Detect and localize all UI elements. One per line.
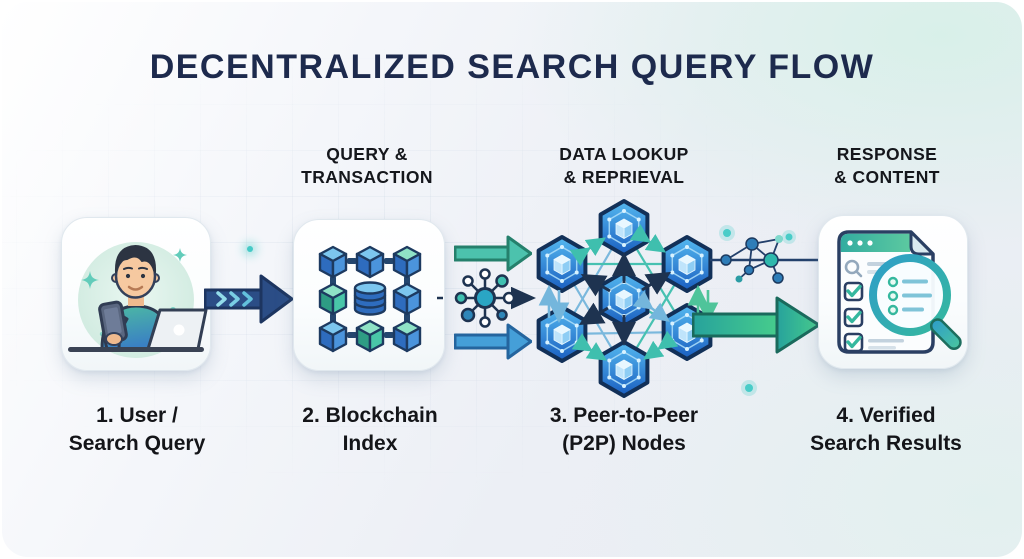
stage-label-p2p: 3. Peer-to-Peer (P2P) Nodes [513, 402, 735, 458]
hub-endpoints [454, 268, 516, 328]
magnified-results [887, 276, 932, 316]
large-gradient-arrow [692, 296, 821, 354]
p2p-navy-arrows [578, 252, 672, 346]
p2p-node-upper-left [536, 235, 588, 293]
chevrons [216, 291, 253, 307]
p2p-node-lower-left [536, 305, 588, 363]
navy-arrow-with-chevrons [204, 274, 294, 324]
stage-label-line1: 2. Blockchain [302, 404, 438, 427]
column-header-line1: DATA LOOKUP [559, 144, 689, 164]
hand [105, 332, 123, 346]
column-header-line1: QUERY & [326, 144, 408, 164]
p2p-to-results-connectors [692, 225, 821, 396]
stage-card-user [61, 217, 211, 371]
hub-spoke-node-with-dashed-arrow [437, 268, 536, 328]
stage-card-blockchain-index [293, 219, 445, 371]
stage-label-line2: Search Query [68, 432, 206, 455]
page-title: DECENTRALIZED SEARCH QUERY FLOW [149, 48, 875, 86]
column-header-line2: & CONTENT [834, 167, 940, 187]
p2p-blue-arrow [632, 290, 670, 322]
stage-card-verified-results [818, 215, 968, 369]
stage-label-blockchain: 2. Blockchain Index [259, 402, 481, 458]
column-header-query-transaction: QUERY & TRANSACTION [256, 143, 478, 189]
document-with-magnifier-illustration [837, 230, 962, 354]
checkbox-list [843, 281, 904, 353]
column-header-data-lookup: DATA LOOKUP & REPRIEVAL [513, 143, 735, 189]
stage-label-line1: 3. Peer-to-Peer [549, 404, 699, 427]
column-header-response-content: RESPONSE & CONTENT [776, 143, 998, 189]
database-icon [353, 281, 387, 316]
column-header-line2: & REPRIEVAL [563, 167, 685, 187]
stage-label-line1: 1. User / [96, 404, 178, 427]
p2p-node-bottom [598, 340, 650, 398]
magnifier-icon [869, 254, 962, 351]
window-dots [847, 240, 873, 246]
stage-label-line2: Index [342, 432, 398, 455]
magnifier-handle [929, 318, 962, 351]
hair [114, 245, 157, 273]
p2p-teal-arrows [569, 224, 679, 361]
stage-label-user: 1. User / Search Query [26, 402, 248, 458]
teal-arrow [454, 235, 532, 272]
laptop-icon [146, 308, 208, 351]
mesh-network-icon [720, 235, 784, 284]
stage-label-results: 4. Verified Search Results [775, 402, 997, 458]
blockchain-cube-grid-illustration [318, 245, 422, 353]
sparkle-dot [247, 246, 253, 252]
stage-label-line2: (P2P) Nodes [562, 432, 686, 455]
column-header-line1: RESPONSE [836, 144, 938, 164]
hub-center [474, 287, 496, 309]
hexagon-node-network-illustration [536, 199, 719, 398]
stage-label-line1: 4. Verified [836, 404, 936, 427]
column-header-line2: TRANSACTION [301, 167, 433, 187]
p2p-vertical-arrows-left [538, 284, 570, 324]
phone-icon [98, 300, 128, 344]
p2p-node-top [598, 199, 650, 257]
glow-dots [719, 225, 796, 396]
blue-arrow [454, 323, 532, 360]
user-with-phone-and-laptop-illustration [68, 242, 208, 358]
stage-label-line2: Search Results [810, 432, 962, 455]
desk-line [68, 347, 204, 352]
